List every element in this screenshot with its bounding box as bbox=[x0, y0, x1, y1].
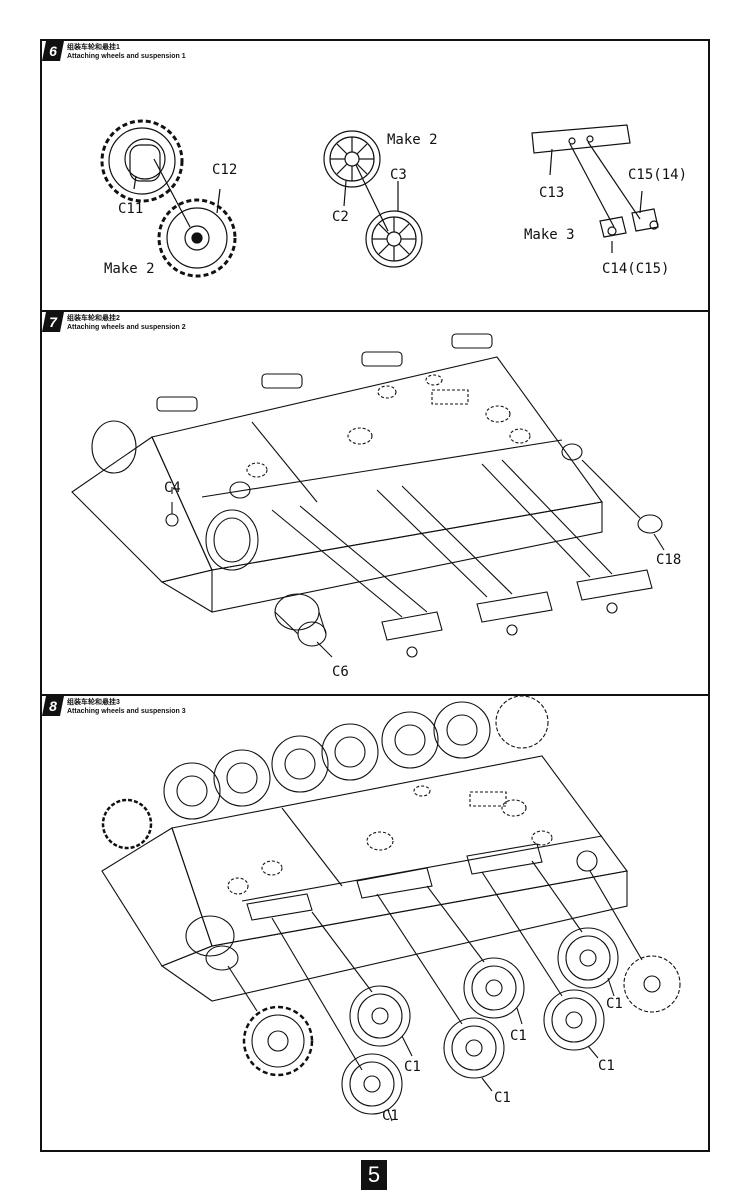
step-number: 6 bbox=[49, 43, 57, 59]
part-label-c3: C3 bbox=[390, 167, 407, 183]
hull-icon bbox=[101, 755, 628, 1002]
idler-wheel-icon bbox=[623, 955, 681, 1013]
final-drive-c6-icon bbox=[274, 593, 327, 647]
part-label-c4: C4 bbox=[164, 480, 181, 496]
part-label-c1: C1 bbox=[404, 1059, 421, 1075]
step-6-illustration: C11 C12 Make 2 Make 2 C2 C3 C13 C15(14) … bbox=[100, 119, 687, 278]
step-number: 8 bbox=[49, 698, 57, 714]
hull-icon bbox=[71, 356, 603, 613]
step-title-cn: 组装车轮和悬挂2 bbox=[67, 315, 120, 322]
road-wheel-c2-icon bbox=[323, 130, 381, 188]
step-6-panel: 6 组装车轮和悬挂1 Attaching wheels and suspensi… bbox=[40, 39, 710, 312]
part-label-c1: C1 bbox=[606, 996, 623, 1012]
idler-hub-icon bbox=[91, 420, 259, 571]
step-number-badge: 6 bbox=[42, 41, 64, 61]
sprocket-c12-icon bbox=[157, 198, 237, 278]
make-count-label: Make 2 bbox=[104, 261, 155, 277]
make-count-label: Make 3 bbox=[524, 227, 575, 243]
part-label-c14: C14(C15) bbox=[602, 261, 669, 277]
step-number: 7 bbox=[49, 314, 58, 330]
step-7-illustration: C4 C18 C6 bbox=[71, 333, 681, 680]
step-title-en: Attaching wheels and suspension 1 bbox=[67, 53, 186, 60]
part-label-c1: C1 bbox=[494, 1090, 511, 1106]
part-label-c6: C6 bbox=[332, 664, 349, 680]
part-label-c12: C12 bbox=[212, 162, 237, 178]
road-wheel-c3-icon bbox=[365, 210, 423, 268]
final-drive-icon bbox=[185, 915, 239, 971]
step-title: 组装车轮和悬挂3 Attaching wheels and suspension… bbox=[67, 698, 186, 716]
part-label-c2: C2 bbox=[332, 209, 349, 225]
tow-hook-c4-icon bbox=[165, 502, 179, 527]
part-label-c1: C1 bbox=[598, 1058, 615, 1074]
sprocket-icon bbox=[242, 1005, 314, 1077]
step-title: 组装车轮和悬挂1 Attaching wheels and suspension… bbox=[67, 43, 186, 61]
return-roller-c18-icon bbox=[561, 443, 663, 534]
part-label-c18: C18 bbox=[656, 552, 681, 568]
step-8-panel: 8 组装车轮和悬挂3 Attaching wheels and suspensi… bbox=[40, 694, 710, 1152]
installed-road-wheels-icon bbox=[101, 696, 549, 850]
part-label-c1: C1 bbox=[510, 1028, 527, 1044]
swing-arm-icon bbox=[381, 569, 653, 658]
step-title-cn: 组装车轮和悬挂1 bbox=[67, 44, 120, 51]
sprocket-c11-icon bbox=[100, 119, 184, 203]
part-label-c13: C13 bbox=[539, 185, 564, 201]
make-count-label: Make 2 bbox=[387, 132, 438, 148]
torsion-bar-icon bbox=[271, 459, 613, 618]
part-label-c11: C11 bbox=[118, 201, 143, 217]
step-title-cn: 组装车轮和悬挂3 bbox=[67, 699, 120, 706]
step-title: 组装车轮和悬挂2 Attaching wheels and suspension… bbox=[67, 314, 186, 332]
suspension-c13-icon bbox=[531, 124, 659, 238]
step-number-badge: 7 bbox=[42, 312, 64, 332]
swing-arm-icon bbox=[246, 843, 598, 921]
assembly-line bbox=[271, 860, 643, 1122]
step-8-illustration: C1 C1 C1 C1 C1 C1 bbox=[101, 696, 681, 1124]
page-number: 5 bbox=[361, 1160, 387, 1190]
part-label-c15: C15(14) bbox=[628, 167, 687, 183]
step-number-badge: 8 bbox=[42, 696, 64, 716]
step-7-panel: 7 组装车轮和悬挂2 Attaching wheels and suspensi… bbox=[40, 310, 710, 696]
assembly-line bbox=[153, 158, 191, 228]
suspension-mount-icon bbox=[156, 333, 493, 412]
step-title-en: Attaching wheels and suspension 3 bbox=[67, 708, 186, 715]
road-wheel-c1-icon bbox=[341, 927, 619, 1115]
part-label-c1: C1 bbox=[382, 1108, 399, 1124]
step-title-en: Attaching wheels and suspension 2 bbox=[67, 324, 186, 331]
